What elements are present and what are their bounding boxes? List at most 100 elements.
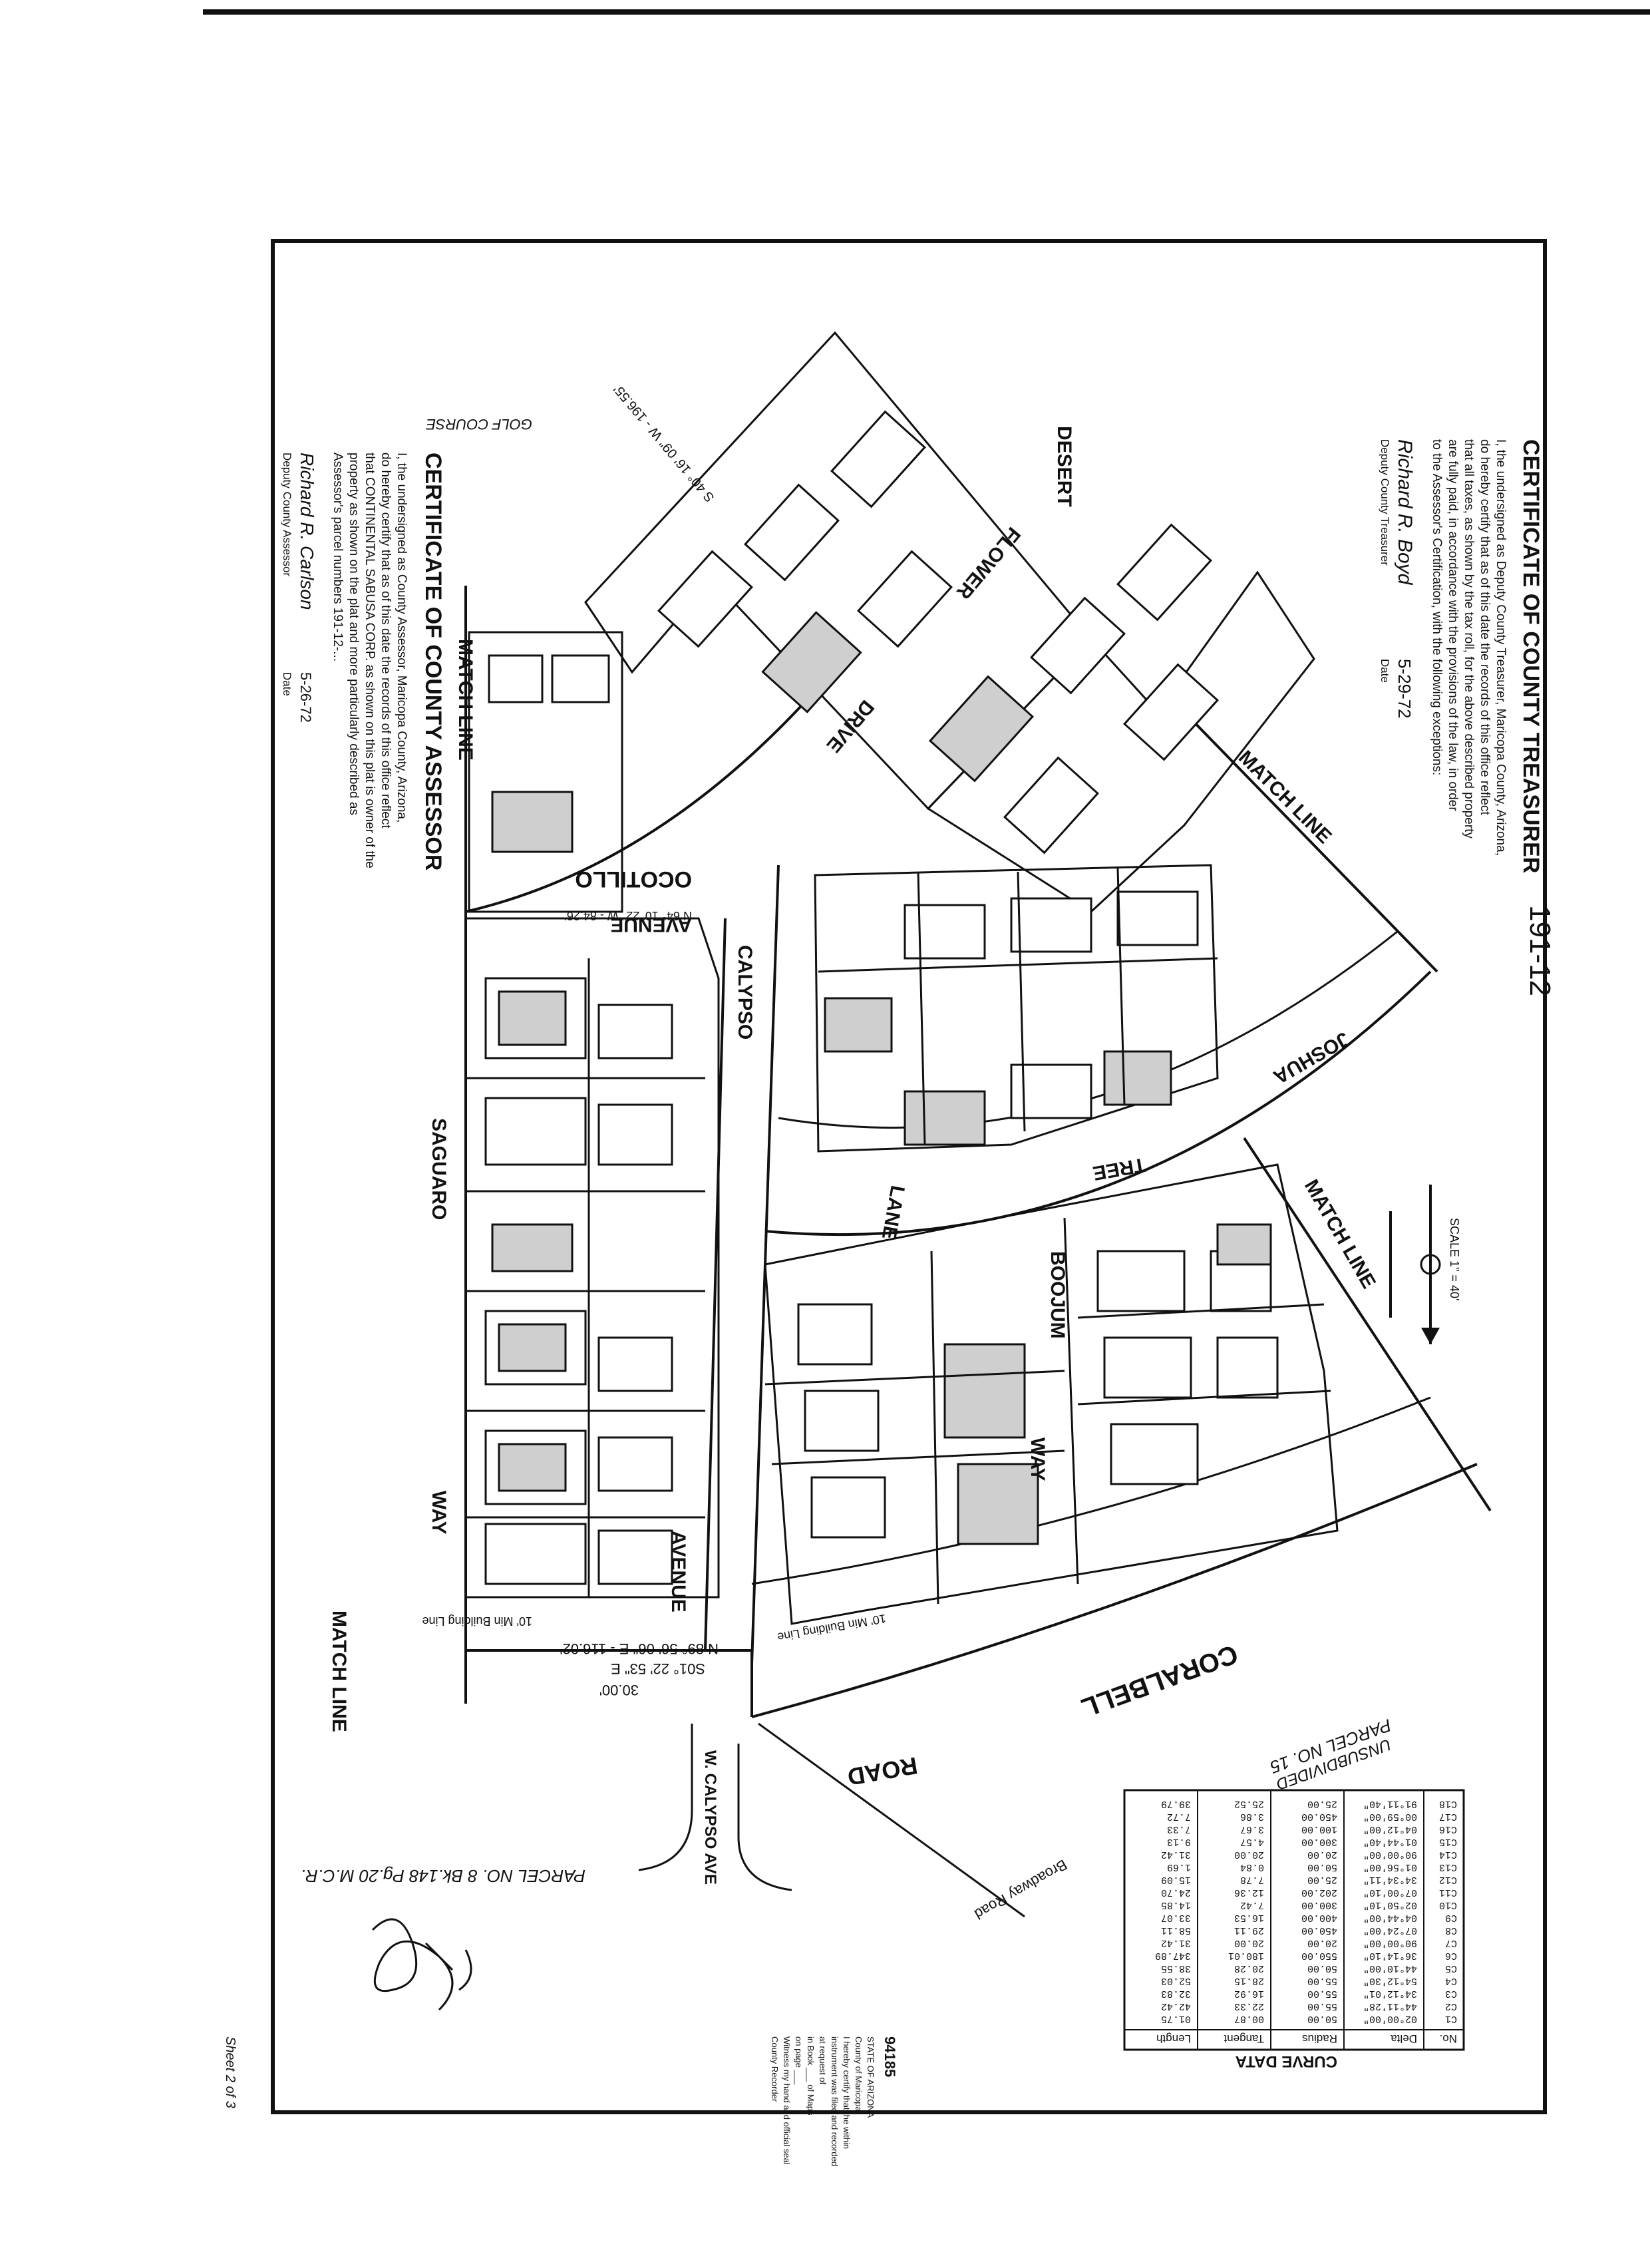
curve-cell: C9 <box>1445 1912 1457 1923</box>
broadway-road-line <box>758 1722 1025 1918</box>
curve-data-table: CURVE DATA No.DeltaRadiusTangentLengthC1… <box>1123 1789 1465 2070</box>
assessor-title: CERTIFICATE OF COUNTY ASSESSOR <box>420 453 446 870</box>
curve-cell: 1.69 <box>1167 1861 1191 1873</box>
curve-cell: 01°44'40" <box>1363 1836 1417 1847</box>
curve-cell: 347.89 <box>1155 1950 1191 1961</box>
street-joshua: JOSHUA <box>1269 1028 1353 1088</box>
coralbell-road-north-edge <box>751 1463 1478 1718</box>
curve-cell: 00°59'00" <box>1363 1811 1417 1822</box>
curve-cell: 7.72 <box>1167 1811 1191 1822</box>
recording-line: at request of <box>818 2036 828 2085</box>
curve-header-radius: Radius <box>1302 2032 1337 2045</box>
joshua-tree-block <box>814 864 1219 1153</box>
curve-cell: 300.00 <box>1301 1836 1337 1847</box>
curve-cell: 450.00 <box>1301 1925 1337 1936</box>
assessor-date-caption: Date <box>281 672 293 696</box>
west-block-north <box>468 631 623 913</box>
curve-cell: C16 <box>1439 1823 1457 1835</box>
curve-cell: 90°00'00" <box>1363 1937 1417 1949</box>
assessor-line: do hereby certify that as of this date t… <box>379 453 393 829</box>
curve-cell: 16.53 <box>1234 1912 1264 1923</box>
street-boojum: BOOJUM <box>1047 1251 1069 1339</box>
curve-cell: C6 <box>1445 1950 1457 1961</box>
street-flower: FLOWER <box>952 523 1025 604</box>
curve-cell: C8 <box>1445 1925 1457 1936</box>
curve-cell: 20.00 <box>1307 1937 1337 1949</box>
curve-cell: 28.15 <box>1234 1975 1264 1986</box>
calypso-ave-stub-2 <box>737 1744 792 1891</box>
street-tree: TREE <box>1091 1153 1148 1184</box>
street-saguaro: SAGUARO <box>428 1118 450 1220</box>
curve-cell: C15 <box>1439 1836 1457 1847</box>
svg-text:GOLF COURSE: GOLF COURSE <box>426 416 532 433</box>
calypso-avenue-west <box>704 918 727 1651</box>
curve-cell: 300.00 <box>1301 1899 1337 1911</box>
street-way-east: WAY <box>1027 1437 1049 1481</box>
curve-cell: 07°24'00" <box>1363 1925 1417 1936</box>
curve-cell: 20.28 <box>1234 1963 1264 1974</box>
street-road: ROAD <box>846 1752 920 1791</box>
curve-cell: 38.55 <box>1161 1963 1191 1974</box>
curve-cell: 16.92 <box>1234 1988 1264 1999</box>
curve-cell: 52.03 <box>1161 1975 1191 1986</box>
assessor-sig-caption: Deputy County Assessor <box>281 453 293 576</box>
curve-data-title: CURVE DATA <box>1236 2052 1337 2070</box>
curve-header-delta: Delta <box>1391 2032 1417 2045</box>
curve-cell: 25.52 <box>1234 1798 1264 1809</box>
recording-number: 94185 <box>882 2036 898 2077</box>
curve-header-tangent: Tangent <box>1224 2032 1264 2045</box>
treasurer-date-caption: Date <box>1379 659 1391 683</box>
bearing-north-block: S 40° 16' 09" W - 196.55' <box>611 382 717 505</box>
surveyor-signature <box>371 1918 472 2011</box>
boojum-block <box>764 1163 1339 1625</box>
curve-cell: C18 <box>1439 1798 1457 1809</box>
calypso-ave-stub <box>638 1724 693 1871</box>
treasurer-line: I, the undersigned as Deputy County Trea… <box>1494 439 1508 856</box>
curve-cell: 44°11'28" <box>1363 2000 1417 2012</box>
treasurer-line: are fully paid, in accordance with the p… <box>1446 439 1460 811</box>
curve-cell: 04°12'00" <box>1363 1823 1417 1835</box>
curve-cell: 55.00 <box>1307 1975 1337 1986</box>
curve-cell: 31.42 <box>1161 1849 1191 1860</box>
scale-label: SCALE 1" = 40' <box>1448 1218 1461 1300</box>
bearing-ocotillo: N 64° 10' 22" W - 84.26' <box>564 909 692 922</box>
curve-cell: 04°44'00" <box>1363 1912 1417 1923</box>
curve-cell: 00.87 <box>1234 2013 1264 2024</box>
curve-cell: 55.00 <box>1307 2000 1337 2012</box>
curve-cell: 4.57 <box>1240 1836 1264 1847</box>
curve-cell: C17 <box>1439 1811 1457 1822</box>
assessor-line: Assessor's parcel numbers 191-12-... <box>331 453 345 662</box>
treasurer-title: CERTIFICATE OF COUNTY TREASURER <box>1518 439 1544 873</box>
sheet-number: 191-12 <box>1524 905 1556 996</box>
curve-cell: 42.42 <box>1161 2000 1191 2012</box>
recording-line: County of Maricopa <box>854 2036 864 2112</box>
match-line-label-east: MATCH LINE <box>1300 1176 1380 1292</box>
drawing-border <box>271 239 1547 2114</box>
curve-cell: 31.42 <box>1161 1937 1191 1949</box>
curve-cell: 32.83 <box>1161 1988 1191 1999</box>
match-line-label-west: MATCH LINE <box>454 639 476 761</box>
treasurer-date: 5-29-72 <box>1395 659 1414 719</box>
curve-cell: 0.84 <box>1240 1861 1264 1873</box>
recording-line: instrument was filed and recorded <box>830 2036 840 2166</box>
curve-cell: 58.11 <box>1161 1925 1191 1936</box>
curve-cell: 3.67 <box>1240 1823 1264 1835</box>
treasurer-line: to the Assessor's Certification, with th… <box>1430 439 1444 775</box>
curve-cell: 02°50'10" <box>1363 1899 1417 1911</box>
curve-header-length: Length <box>1156 2032 1191 2045</box>
curve-cell: 44°10'00" <box>1363 1963 1417 1974</box>
curve-cell: 02°00'00" <box>1363 2013 1417 2024</box>
curve-cell: 39.79 <box>1161 1798 1191 1809</box>
assessor-line: property as shown on the plat and more p… <box>347 453 361 815</box>
curve-cell: 25.00 <box>1307 1874 1337 1885</box>
curve-cell: 22.33 <box>1234 2000 1264 2012</box>
curve-cell: 100.00 <box>1301 1823 1337 1835</box>
curve-cell: C4 <box>1445 1975 1457 1986</box>
match-line-label-northeast: MATCH LINE <box>1234 747 1336 849</box>
curve-cell: 7.42 <box>1240 1899 1264 1911</box>
curve-cell: 202.00 <box>1301 1887 1337 1898</box>
bearing-jog: S01° 22' 53" E <box>611 1660 705 1677</box>
street-coralbell: CORALBELL <box>1077 1639 1241 1723</box>
street-calypso-ave: W. CALYPSO AVE <box>701 1750 719 1885</box>
curve-cell: 20.00 <box>1234 1849 1264 1860</box>
